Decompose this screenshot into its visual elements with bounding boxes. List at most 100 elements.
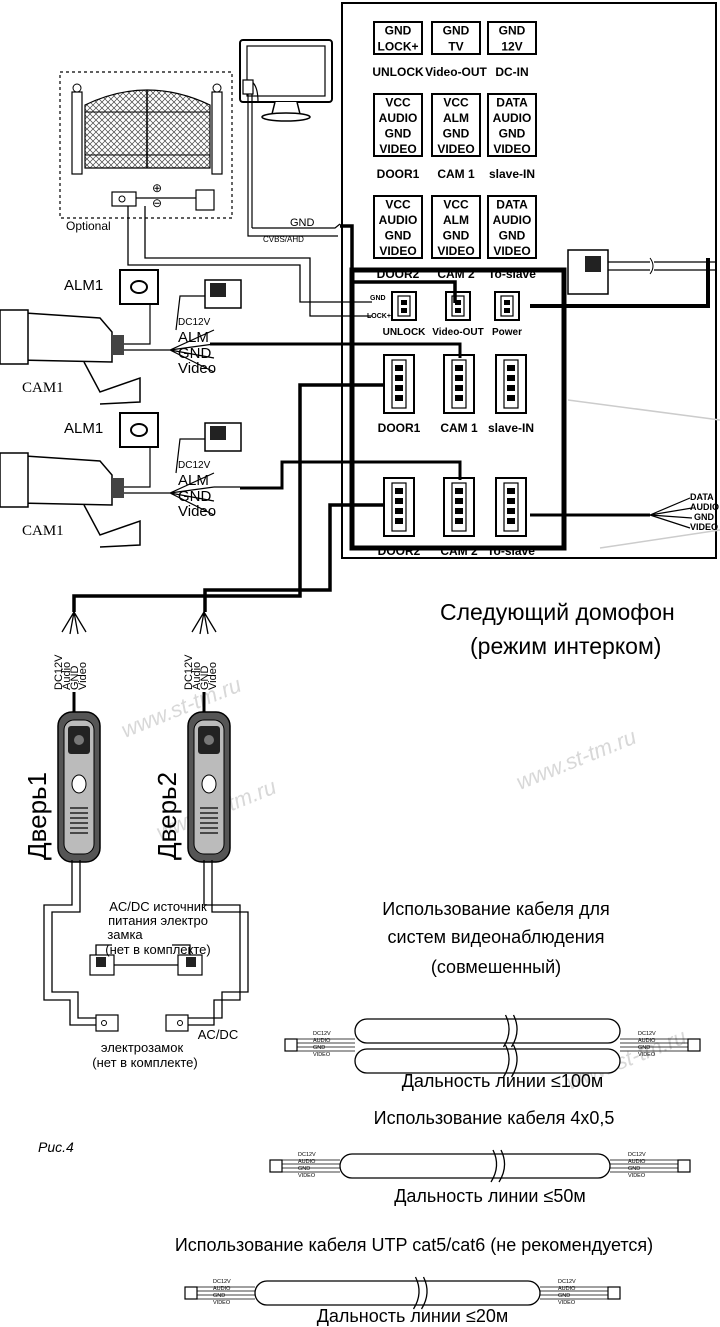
next-intercom-title: Следующий домофон — [440, 599, 675, 625]
cable-wire-label: VIDEO — [298, 1173, 316, 1179]
svg-text:AC/DC источник: AC/DC источник — [109, 899, 207, 914]
terminal-caption: DC-IN — [495, 65, 528, 79]
wire-lock — [127, 206, 372, 303]
door-label: Дверь1 — [22, 772, 52, 860]
svg-text:VIDEO: VIDEO — [690, 522, 718, 532]
cable-icon — [354, 1018, 621, 1044]
svg-text:AC/DC: AC/DC — [198, 1027, 238, 1042]
terminal-caption: Video-OUT — [425, 65, 487, 79]
cable-wire-label: GND — [213, 1293, 225, 1299]
optional-gate-box — [59, 71, 233, 219]
connector-video-out: Video-OUT — [432, 291, 484, 338]
cable-wire-label: DC12V — [213, 1279, 231, 1285]
slave-wire-labels: DATA AUDIO GND VIDEO — [690, 492, 719, 532]
door-wire-label: GND — [199, 666, 211, 691]
connector-caption: Power — [492, 327, 522, 338]
camera-wire-label: Video — [178, 503, 216, 520]
cable-icon — [254, 1280, 541, 1306]
terminal-pin-label: GND — [499, 24, 526, 38]
cable-wire-label: AUDIO — [298, 1159, 316, 1165]
terminal-pin-label: GND — [499, 126, 526, 140]
wire-video-out — [340, 224, 457, 303]
connector-caption: slave-IN — [488, 421, 534, 435]
cable-wire-label: DC12V — [638, 1031, 656, 1037]
figure-label: Рис.4 — [38, 1139, 74, 1155]
lock-caption: AC/DC электрозамок (нет в комплекте) — [92, 1027, 238, 1070]
cable-title: Использование кабеля UTP cat5/cat6 (не р… — [175, 1235, 653, 1255]
cable-wire-label: VIDEO — [638, 1052, 656, 1058]
door-wire-label: Video — [207, 662, 219, 690]
connector-cam-2: CAM 2 — [440, 477, 478, 558]
connector-to-slave: To-slave — [487, 477, 535, 558]
gnd-label: GND — [290, 217, 315, 229]
connector-caption: CAM 1 — [440, 421, 478, 435]
cameras: ALM1CAM1DC12VALMGNDVideoALM1CAM1DC12VALM… — [0, 269, 242, 548]
cable-section-3: Использование кабеля UTP cat5/cat6 (не р… — [175, 1235, 653, 1326]
terminal-pin-label: VCC — [385, 95, 411, 109]
terminal-caption: slave-IN — [489, 167, 535, 181]
cable-wire-label: AUDIO — [638, 1038, 656, 1044]
cable-wire-label: VIDEO — [558, 1300, 576, 1306]
svg-text:электрозамок: электрозамок — [101, 1040, 184, 1055]
cvbs-label: CVBS/AHD — [263, 235, 304, 244]
svg-text:замка: замка — [107, 927, 143, 942]
cable-wire-label: VIDEO — [313, 1052, 331, 1058]
terminal-pin-label: ALM — [443, 213, 469, 227]
cable-wire-label: GND — [313, 1045, 325, 1051]
connector-cam-1: CAM 1 — [440, 354, 478, 435]
terminal-pin-label: TV — [448, 40, 463, 54]
optional-caption: Optional — [66, 219, 111, 233]
cable-wire-label: AUDIO — [628, 1159, 646, 1165]
watermark: www.st-tm.ru — [513, 724, 640, 795]
terminal-caption: DOOR1 — [377, 167, 420, 181]
terminal-pin-label: VCC — [385, 197, 411, 211]
monitor-icon — [239, 39, 333, 122]
cable-section-2: Использование кабеля 4x0,5DC12VAUDIOGNDV… — [269, 1108, 691, 1206]
terminal-pin-label: VCC — [443, 197, 469, 211]
terminal-pin-label: GND — [385, 126, 412, 140]
camera-wire-label: GND — [178, 488, 212, 505]
camera-wire-label: DC12V — [178, 460, 211, 471]
cable-wire-label: AUDIO — [558, 1286, 576, 1292]
door-wire-label: Video — [77, 662, 89, 690]
terminal-pin-label: DATA — [496, 95, 528, 109]
terminal-label-grid: GNDLOCK+UNLOCKGNDTVVideo-OUTGND12VDC-INV… — [372, 21, 537, 281]
cable-wire-label: DC12V — [313, 1031, 331, 1037]
cable-icon — [339, 1153, 611, 1179]
terminal-pin-label: AUDIO — [493, 111, 532, 125]
connector-unlock: UNLOCK — [383, 291, 426, 338]
psu-plugs — [89, 954, 203, 976]
terminal-pin-label: AUDIO — [493, 213, 532, 227]
terminal-pin-label: GND — [385, 228, 412, 242]
connector-power: Power — [492, 291, 522, 338]
terminal-pin-label: VIDEO — [379, 142, 416, 156]
adapter-icon — [195, 189, 215, 211]
alm-label: ALM1 — [64, 277, 103, 294]
svg-text:DATA: DATA — [690, 492, 714, 502]
terminal-caption: CAM 1 — [437, 167, 475, 181]
camera-wire-label: ALM — [178, 329, 209, 346]
connector-caption: To-slave — [487, 544, 535, 558]
cam-label: CAM1 — [22, 380, 64, 396]
svg-text:AUDIO: AUDIO — [690, 502, 719, 512]
power-plug-icon — [567, 249, 716, 295]
terminal-pin-label: VIDEO — [437, 244, 474, 258]
wire-cam1 — [210, 342, 462, 358]
connector-caption: DOOR1 — [378, 421, 421, 435]
gate-illustration — [71, 83, 223, 175]
door-wire-label: DC12V — [53, 654, 65, 690]
power-supply-caption: AC/DC источник питания электро замка (не… — [105, 899, 210, 957]
svg-text:(нет в комплекте): (нет в комплекте) — [92, 1055, 197, 1070]
terminal-pin-label: GND — [499, 228, 526, 242]
cable-wire-label: GND — [638, 1045, 650, 1051]
cable-range: Дальность линии ≤50м — [394, 1186, 586, 1206]
camera-wire-label: Video — [178, 360, 216, 377]
